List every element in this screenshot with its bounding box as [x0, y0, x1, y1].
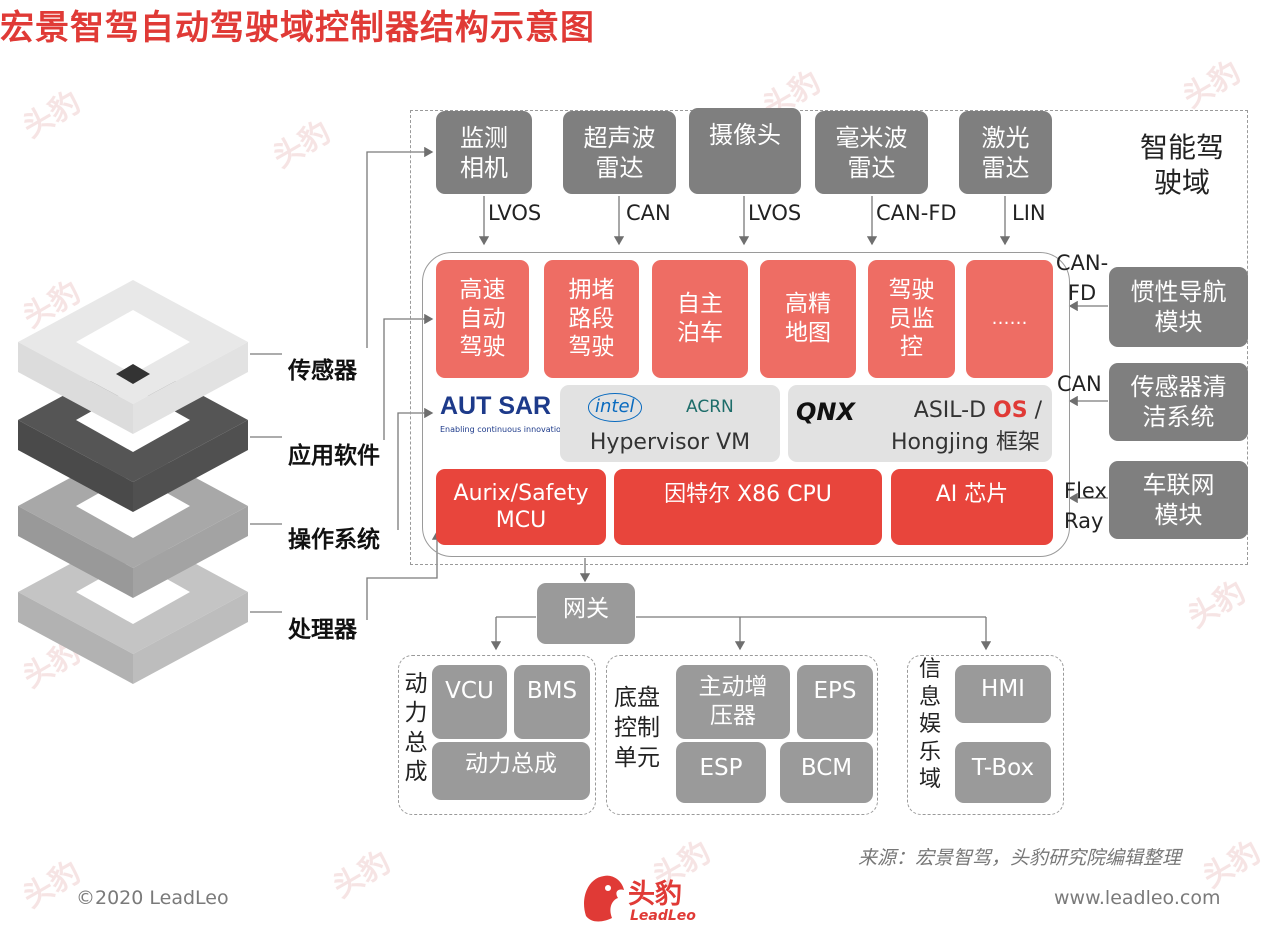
app-auto-parking: 自主 泊车: [652, 260, 748, 378]
sensor-monitoring-camera: 监测 相机: [436, 111, 532, 194]
brand-name-en: LeadLeo: [630, 908, 696, 924]
link-label: LVOS: [748, 201, 802, 225]
bcm-box: BCM: [780, 742, 873, 803]
layer-stack-graphic: [18, 280, 248, 684]
link-label: CAN- FD: [1055, 251, 1109, 306]
infotainment-group: [907, 655, 1064, 815]
tbox-box: T-Box: [955, 742, 1051, 803]
asil-prefix: ASIL-D: [913, 398, 994, 423]
chassis-group: [606, 655, 878, 815]
leopard-icon: [584, 875, 624, 922]
intel-logo: intel: [588, 393, 642, 422]
turbocharger-box: 主动增 压器: [676, 665, 790, 739]
autosar-logo-text: AUT SAR: [440, 392, 552, 420]
website: www.leadleo.com: [1054, 887, 1221, 909]
app-hd-map: 高精 地图: [760, 260, 856, 378]
qnx-os-box: QNX ASIL-D OS / Hongjing 框架: [788, 385, 1052, 462]
hongjing-label: Hongjing 框架: [890, 430, 1040, 455]
hypervisor-box: intel ACRN Hypervisor VM: [560, 385, 780, 462]
sensor-lidar: 激光 雷达: [959, 111, 1052, 194]
powertrain-group: [398, 655, 596, 815]
app-more: ……: [966, 260, 1053, 378]
domain-label: 智能驾 驶域: [1140, 131, 1225, 199]
hmi-box: HMI: [955, 665, 1051, 723]
module-sensor-cleaning: 传感器清 洁系统: [1109, 363, 1248, 441]
layer-label-processor: 处理器: [288, 617, 357, 643]
layer-label-sensor: 传感器: [288, 358, 357, 384]
sensor-mmwave-radar: 毫米波 雷达: [815, 111, 928, 194]
copyright: ©2020 LeadLeo: [76, 887, 229, 909]
powertrain-title: 动 力 总 成: [404, 671, 428, 786]
page-title: 宏景智驾自动驾驶域控制器结构示意图: [0, 8, 595, 48]
processor-aurix-mcu: Aurix/Safety MCU: [436, 469, 606, 545]
processor-ai-chip: AI 芯片: [891, 469, 1053, 545]
sensor-ultrasonic-radar: 超声波 雷达: [563, 111, 676, 194]
autosar-logo: AUT SAR Enabling continuous innovations: [440, 392, 571, 452]
infotainment-title: 信 息 娱 乐 域: [918, 657, 941, 792]
app-driver-monitoring: 驾驶 员监 控: [868, 260, 955, 378]
link-label: LVOS: [488, 201, 542, 225]
brand-name: 头豹: [628, 879, 682, 910]
asil-os: OS: [993, 398, 1028, 423]
vcu-box: VCU: [432, 665, 507, 739]
link-label: CAN-FD: [876, 201, 957, 225]
qnx-logo: QNX: [796, 398, 855, 426]
hypervisor-label: Hypervisor VM: [589, 430, 751, 455]
link-label: CAN: [626, 201, 671, 225]
module-telematics: 车联网 模块: [1109, 461, 1248, 539]
domain-controller-frame: [422, 252, 1070, 557]
asil-os-label: ASIL-D OS /: [914, 397, 1042, 425]
layer-label-os: 操作系统: [288, 527, 380, 553]
layer-label-app-software: 应用软件: [288, 443, 380, 469]
sensor-camera: 摄像头: [689, 108, 801, 194]
gateway: 网关: [537, 583, 635, 644]
link-label: CAN: [1057, 372, 1102, 396]
app-highway-autopilot: 高速 自动 驾驶: [436, 260, 529, 378]
link-label: LIN: [1012, 201, 1046, 225]
leadleo-logo: 头豹 LeadLeo: [578, 860, 708, 940]
esp-box: ESP: [676, 742, 766, 803]
asil-suffix: /: [1027, 398, 1042, 423]
acrn-logo: ACRN: [686, 397, 734, 417]
module-inertial-navigation: 惯性导航 模块: [1109, 267, 1248, 347]
app-traffic-jam-driving: 拥堵 路段 驾驶: [544, 260, 639, 378]
powertrain-box: 动力总成: [432, 742, 590, 800]
source-note: 来源：宏景智驾，头豹研究院编辑整理: [858, 847, 1182, 869]
autosar-tagline: Enabling continuous innovations: [440, 425, 571, 434]
eps-box: EPS: [797, 665, 873, 739]
chassis-title: 底盘 控制 单元: [614, 685, 660, 771]
processor-intel-x86-cpu: 因特尔 X86 CPU: [614, 469, 882, 545]
bms-box: BMS: [514, 665, 590, 739]
link-label: Flex Ray: [1064, 479, 1107, 534]
